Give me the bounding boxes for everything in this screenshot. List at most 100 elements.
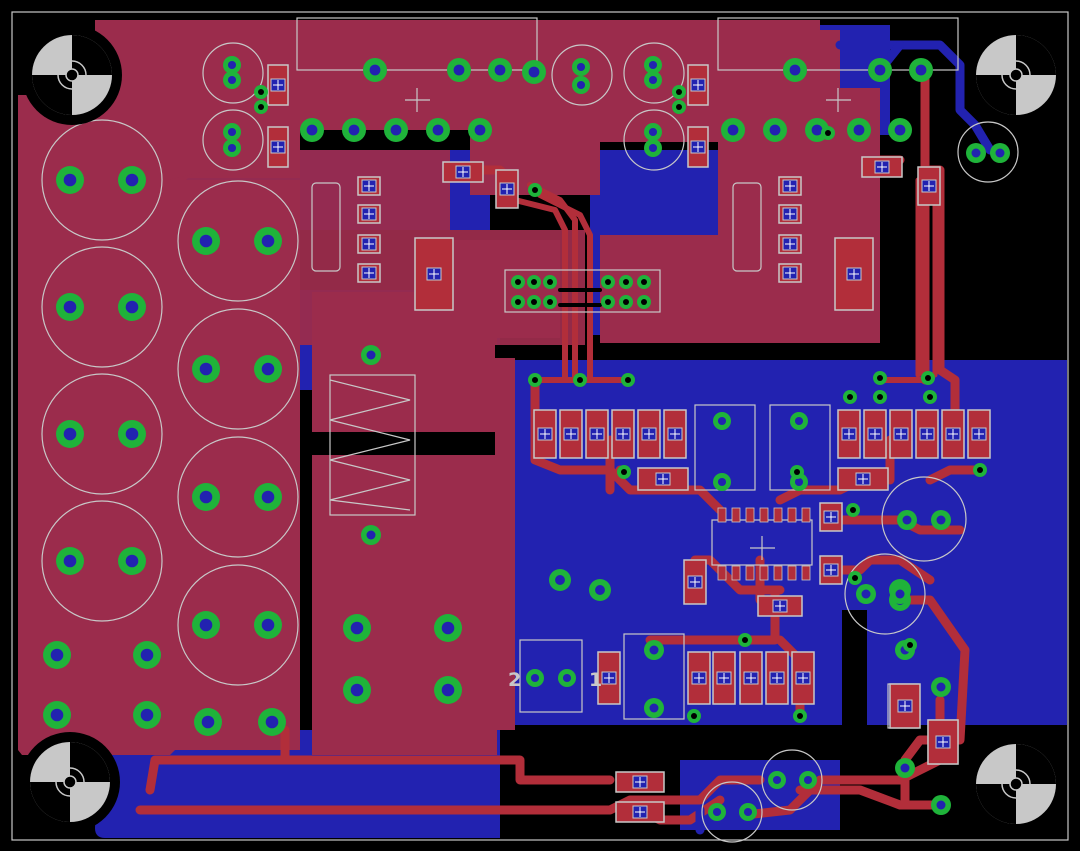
through-hole-pad <box>488 58 512 82</box>
via <box>637 295 651 309</box>
smd-component <box>533 409 557 459</box>
through-hole-pad <box>895 758 915 778</box>
through-hole-pad <box>43 701 71 729</box>
via <box>601 275 615 289</box>
through-hole-pad <box>133 701 161 729</box>
mounting-hole-bottom-right <box>976 744 1056 824</box>
via <box>619 275 633 289</box>
through-hole-pad <box>361 525 381 545</box>
ic-pin <box>717 507 727 523</box>
mounting-holes <box>20 25 1056 832</box>
via <box>601 295 615 309</box>
through-hole-pad <box>192 355 220 383</box>
via <box>738 633 752 647</box>
mounting-hole-bottom-left <box>20 732 120 832</box>
via <box>973 463 987 477</box>
smd-component <box>819 555 843 585</box>
via <box>254 100 268 114</box>
smd-component <box>778 204 802 224</box>
through-hole-pad <box>118 547 146 575</box>
through-hole-pad <box>434 676 462 704</box>
ic-pin <box>759 507 769 523</box>
smd-component <box>765 651 789 705</box>
via <box>790 465 804 479</box>
smd-component <box>712 651 736 705</box>
smd-component <box>889 683 921 729</box>
smd-component <box>559 409 583 459</box>
through-hole-pad <box>258 708 286 736</box>
via <box>687 709 701 723</box>
through-hole-pad <box>708 803 726 821</box>
smd-component <box>941 409 965 459</box>
via <box>511 295 525 309</box>
smd-component <box>637 409 661 459</box>
ic-pin <box>773 565 783 581</box>
through-hole-pad <box>300 118 324 142</box>
smd-component <box>597 651 621 705</box>
smd-component <box>615 801 665 823</box>
smd-component <box>778 234 802 254</box>
smd-component <box>917 166 941 206</box>
through-hole-pad <box>522 60 546 84</box>
ic-pin <box>759 565 769 581</box>
through-hole-pad <box>549 569 571 591</box>
smd-components <box>267 64 991 823</box>
via <box>637 275 651 289</box>
via <box>821 126 835 140</box>
through-hole-pad <box>384 118 408 142</box>
via <box>672 85 686 99</box>
smd-component <box>611 409 635 459</box>
through-hole-pad <box>56 166 84 194</box>
through-hole-pad <box>572 58 590 76</box>
through-hole-pad <box>133 641 161 669</box>
smd-component <box>357 263 381 283</box>
ic-pin <box>731 507 741 523</box>
ic-pin <box>801 565 811 581</box>
smd-component <box>683 559 707 605</box>
through-hole-pad <box>897 510 917 530</box>
through-hole-pad <box>713 473 731 491</box>
through-hole-pad <box>254 611 282 639</box>
through-hole-pad <box>558 669 576 687</box>
via <box>528 373 542 387</box>
via <box>843 390 857 404</box>
jumper-pin1-label: 1 <box>589 669 602 691</box>
via <box>527 275 541 289</box>
mounting-hole-top-left <box>22 25 122 125</box>
through-hole-pad <box>768 771 786 789</box>
via <box>921 371 935 385</box>
through-hole-pads <box>43 56 1010 821</box>
smd-component <box>267 126 289 168</box>
through-hole-pad <box>931 510 951 530</box>
through-hole-pad <box>447 58 471 82</box>
smd-component <box>495 169 519 209</box>
through-hole-pad <box>254 355 282 383</box>
jumper-pin2-label: 2 <box>508 669 521 691</box>
smd-component <box>687 126 709 168</box>
through-hole-pad <box>56 547 84 575</box>
through-hole-pad <box>966 143 986 163</box>
through-hole-pad <box>931 795 951 815</box>
smd-component <box>663 409 687 459</box>
ic-pin <box>731 565 741 581</box>
through-hole-pad <box>118 293 146 321</box>
via <box>923 390 937 404</box>
via <box>848 571 862 585</box>
smd-component <box>967 409 991 459</box>
via <box>873 390 887 404</box>
smd-component <box>267 64 289 106</box>
through-hole-pad <box>847 118 871 142</box>
through-hole-pad <box>194 708 222 736</box>
smd-component <box>819 502 843 532</box>
through-hole-pad <box>254 483 282 511</box>
via <box>573 373 587 387</box>
via <box>527 295 541 309</box>
through-hole-pad <box>118 166 146 194</box>
smd-component <box>863 409 887 459</box>
through-hole-pad <box>799 771 817 789</box>
via <box>793 709 807 723</box>
ic-pin <box>787 565 797 581</box>
smd-component <box>357 176 381 196</box>
ic-pin <box>801 507 811 523</box>
smd-component <box>637 467 689 491</box>
